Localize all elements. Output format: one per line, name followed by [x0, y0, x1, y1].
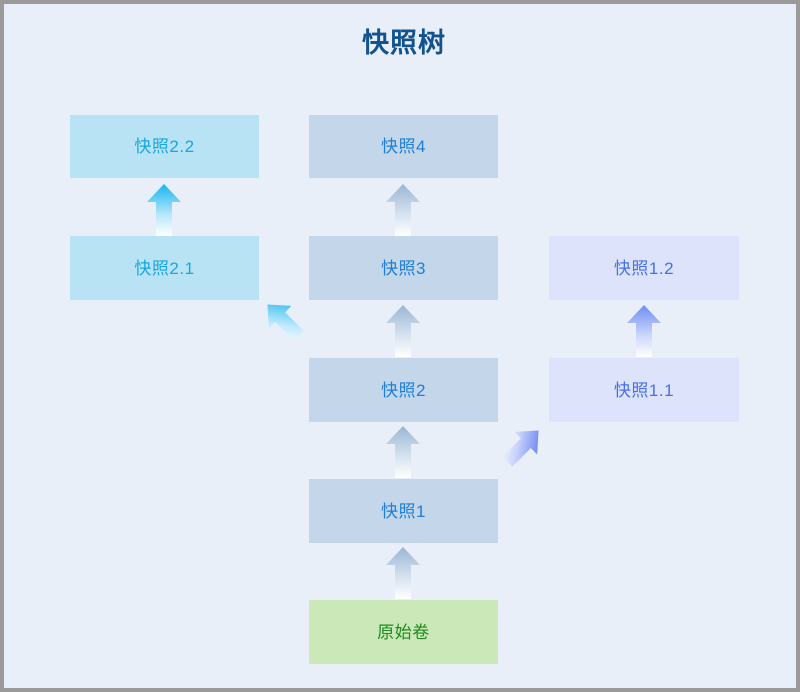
arrow-snapshot-2-1-to-snapshot-2-2: [147, 184, 181, 236]
node-label: 快照1.1: [613, 380, 675, 400]
node-snapshot-1-1[interactable]: 快照1.1: [549, 358, 739, 422]
node-label: 快照1.2: [613, 258, 675, 278]
node-label: 快照2.2: [134, 137, 195, 156]
node-label: 快照2: [381, 380, 426, 400]
node-snapshot-1[interactable]: 快照1: [309, 479, 498, 543]
node-snapshot-4[interactable]: 快照4: [309, 115, 498, 178]
node-snapshot-2-1[interactable]: 快照2.1: [70, 236, 259, 300]
node-label: 快照4: [381, 137, 426, 156]
arrow-origin-to-snapshot-1: [386, 547, 420, 599]
node-label: 快照2.1: [134, 258, 195, 278]
node-snapshot-2-2[interactable]: 快照2.2: [70, 115, 259, 178]
arrow-snapshot-2-to-snapshot-3: [386, 305, 420, 357]
node-label: 快照1: [381, 501, 426, 521]
arrow-snapshot-2-to-snapshot-2-1: [259, 296, 307, 344]
node-label: 原始卷: [377, 622, 430, 642]
arrow-snapshot-1-1-to-snapshot-1-2: [627, 305, 661, 357]
node-label: 快照3: [381, 258, 426, 278]
node-snapshot-1-2[interactable]: 快照1.2: [549, 236, 739, 300]
node-snapshot-2[interactable]: 快照2: [309, 358, 498, 422]
arrow-snapshot-1-to-snapshot-2: [386, 426, 420, 478]
node-original-volume[interactable]: 原始卷: [309, 600, 498, 664]
node-snapshot-3[interactable]: 快照3: [309, 236, 498, 300]
page-title: 快照树: [362, 28, 446, 58]
arrow-snapshot-1-to-snapshot-1-1: [499, 422, 547, 470]
arrow-snapshot-3-to-snapshot-4: [386, 184, 420, 236]
